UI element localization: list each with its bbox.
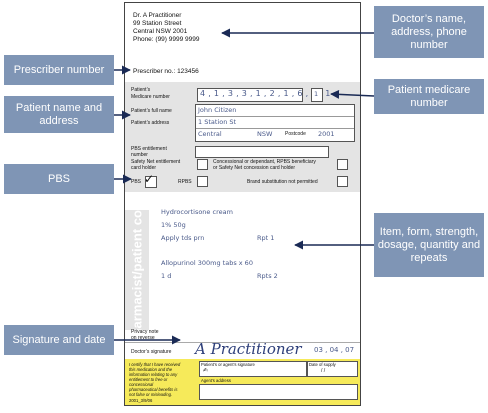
rpbs-label: RPBS [178,179,192,185]
certify-line-3: information relating to any [129,372,178,377]
prescriber-number: Prescriber no.: 123456 [133,68,199,75]
postcode-label: Postcode [285,131,306,137]
signature-pen-icon: ✍ [203,367,209,374]
privacy-note-2: on reverse [131,335,155,341]
certify-line-1: I certify that I have received [129,362,181,367]
certify-line-4: entitlement to free or [129,377,168,382]
certify-line-5: concessional [129,382,154,387]
doctor-signature-label: Doctor’s signature [131,349,172,355]
arrow-medicare [330,89,375,99]
callout-doctor-details: Doctor’s name, address, phone number [374,6,484,58]
date-of-supply-value: / / [321,368,326,374]
form-code: 2001_3/9/06 [129,398,153,403]
full-name-label: Patient’s full name [131,108,172,114]
callout-item-text: Item, form, strength, dosage, quantity a… [377,225,481,264]
medicare-ref: 1 [314,90,319,98]
certify-line-6: pharmaceutical benefits is [129,387,178,392]
prescription-form: Dr. A Practitioner 99 Station Street Cen… [124,2,361,406]
address-label: Patient’s address [131,120,170,126]
safety-net-checkbox[interactable] [197,159,208,170]
item2-repeats: Rpts 2 [257,272,278,280]
copy-band: Pharmacist/patient copy [125,195,149,345]
callout-doctor-text: Doctor’s name, address, phone number [391,12,467,51]
doctor-city: Central NSW 2001 [133,28,188,35]
callout-signature-text: Signature and date [12,333,106,346]
agent-address-box [199,384,358,400]
concessional-checkbox[interactable] [337,159,348,170]
doctor-phone: Phone: (99) 9999 9999 [133,36,200,43]
item2-line1: Allopurinol 300mg tabs x 60 [161,259,253,267]
doctor-signature: A Practitioner [195,340,302,358]
callout-signature-date: Signature and date [4,325,114,355]
address-divider [196,128,354,129]
callout-pbs: PBS [4,164,114,194]
concessional-label-2: or Safety Net concession card holder [213,165,295,171]
certify-line-7: not false or misleading. [129,392,173,397]
certify-line-2: this medication and the [129,367,173,372]
callout-patient-text: Patient name and address [15,101,103,127]
callout-medicare-number: Patient medicare number [374,79,484,114]
patient-details-box [195,104,355,142]
safety-net-label-1: Safety Net entitlement [131,159,181,165]
medicare-digits: 4 , 1 , 3 , 3 , 1 , 2 , 1 , 6 , 3 , 1 [200,89,331,98]
postcode-value: 2001 [318,130,335,138]
address-state: NSW [257,130,273,138]
item1-line2: 1% 50g [161,221,186,229]
pbs-check-mark: ✓ [144,172,155,186]
footer-yellow-band: I certify that I have received this medi… [125,359,360,405]
medicare-ref-box [311,88,323,102]
callout-pbs-text: PBS [47,172,70,185]
pbs-checkbox[interactable] [145,176,157,188]
name-divider [196,116,354,117]
brand-substitution-label: Brand substitution not permitted [247,179,318,185]
callout-prescriber-text: Prescriber number [13,63,105,76]
medicare-number-box [197,88,303,102]
address-city: Central [198,130,222,138]
item2-line2: 1 d [161,272,172,280]
callout-patient-details: Patient name and address [4,96,114,133]
patient-signature-box [199,361,307,377]
callout-prescriber-number: Prescriber number [4,55,114,85]
signature-date: 03 , 04 , 07 [314,346,355,354]
safety-net-label-2: card holder [131,165,157,171]
date-of-supply-box [307,361,358,377]
pbs-entitlement-box [195,146,329,158]
signature-divider [125,342,360,343]
doctor-name: Dr. A Practitioner [133,12,182,19]
address-line1: 1 Station St [198,118,237,126]
pbs-label: PBS [131,179,142,185]
callout-medicare-text: Patient medicare number [387,83,471,109]
item1-line1: Hydrocortisone cream [161,208,233,216]
pbs-entitlement-label-1: PBS entitlement [131,146,167,152]
rpbs-checkbox[interactable] [197,176,208,187]
callout-item-details: Item, form, strength, dosage, quantity a… [374,213,484,277]
medicare-label-1: Patient’s [131,87,151,93]
date-of-supply-label: Date of supply [309,362,336,367]
item1-repeats: Rpt 1 [257,234,275,242]
concessional-label-1: Concessional or dependant, RPBS benefici… [213,159,316,165]
medicare-label-2: Medicare number [131,94,170,100]
brand-substitution-checkbox[interactable] [337,176,348,187]
pbs-entitlement-label-2: number [131,152,148,158]
doctor-street: 99 Station Street [133,20,182,27]
agent-address-label: Agent’s address [201,378,231,383]
full-name-value: John Citizen [198,106,237,114]
item1-line3: Apply tds prn [161,234,205,242]
patient-signature-label: Patient’s or agent’s signature [201,362,255,367]
privacy-note-1: Privacy note [131,329,159,335]
